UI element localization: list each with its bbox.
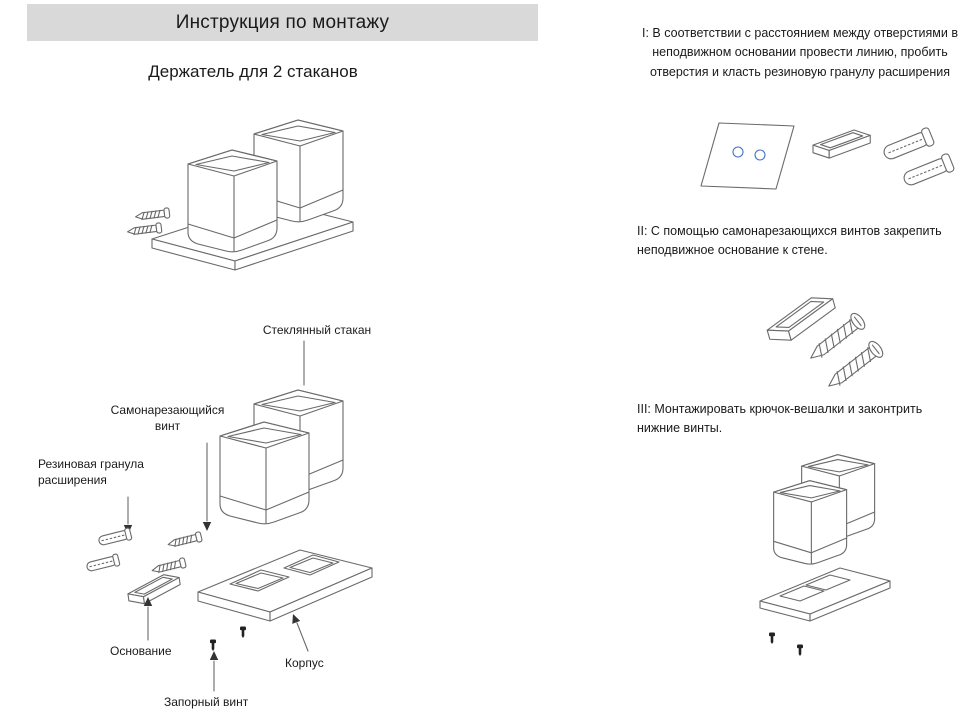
base-arrow	[143, 597, 153, 640]
rubber-plug-arrow	[123, 497, 133, 534]
label-base: Основание	[110, 644, 172, 658]
label-locking-screw: Запорный винт	[164, 695, 249, 709]
assembled-holder-illustration	[126, 119, 353, 270]
label-glass-cup: Стеклянный стакан	[262, 323, 372, 337]
step1-illustration	[701, 123, 956, 190]
self-tapping-screw-arrow	[202, 443, 212, 531]
body-arrow	[289, 612, 308, 651]
title-bar: Инструкция по монтажу	[27, 4, 538, 41]
step2-illustration	[761, 291, 887, 395]
step-1-text: I: В соответствии с расстоянием между от…	[642, 26, 958, 79]
locking-screw-arrow	[209, 651, 219, 691]
step-3-text: III: Монтажировать крючок-вешалки и зако…	[637, 402, 923, 436]
step-2-text: II: С помощью самонарезающихся винтов за…	[637, 224, 942, 258]
exploded-view-illustration	[85, 341, 372, 691]
step3-illustration	[760, 454, 890, 656]
page-title: Инструкция по монтажу	[175, 11, 390, 33]
label-self-tapping-screw: Самонарезающийся винт	[110, 403, 225, 434]
drill-hole-marker	[755, 150, 765, 160]
drill-hole-marker	[733, 147, 743, 157]
wall-plate-drawing	[701, 123, 794, 189]
label-rubber-expansion-plug: Резиновая гранула расширения	[38, 457, 144, 488]
product-subtitle: Держатель для 2 стаканов	[148, 62, 358, 81]
label-body: Корпус	[285, 656, 324, 670]
